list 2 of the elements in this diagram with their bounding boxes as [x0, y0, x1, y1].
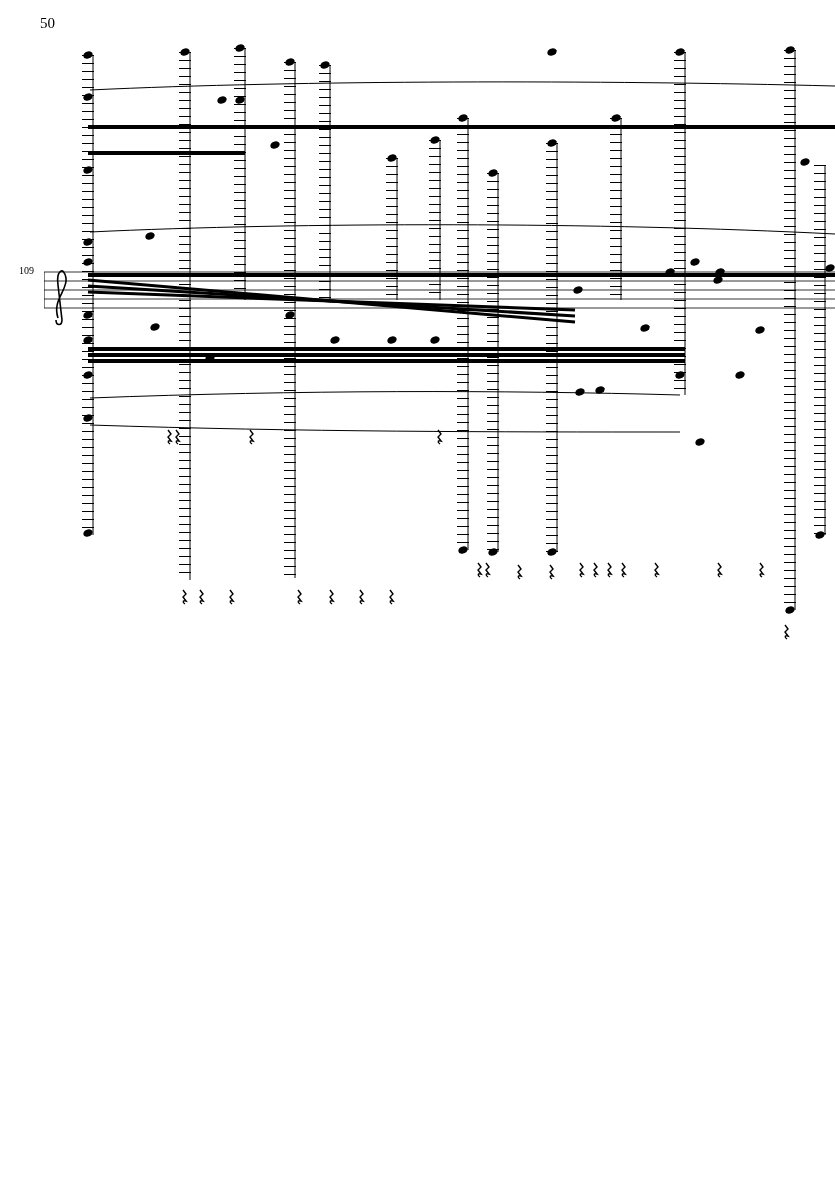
page-number: 50: [40, 16, 55, 31]
measure-number: 109: [19, 266, 34, 276]
